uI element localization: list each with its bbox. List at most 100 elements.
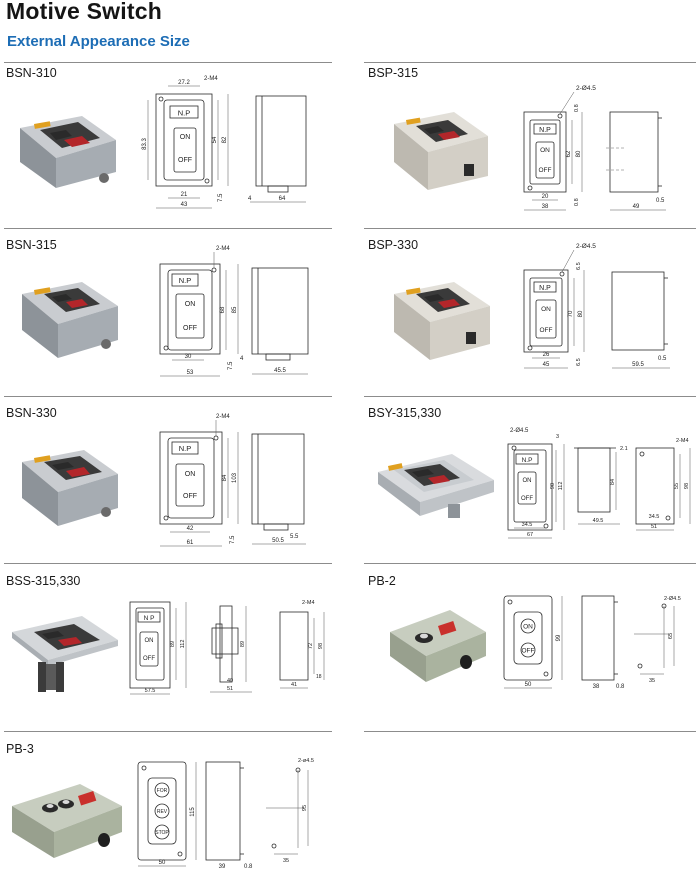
- dim-back-width: 41: [291, 682, 297, 688]
- product-photo-bsp-330: [386, 272, 496, 367]
- product-name: BSN-310: [6, 66, 57, 80]
- separator-right-2: [364, 228, 696, 229]
- dim-side-gap: 0.8: [244, 864, 253, 870]
- dim-base: 7.5: [228, 361, 234, 370]
- product-name: BSP-315: [368, 66, 419, 80]
- product-name: PB-3: [6, 742, 34, 756]
- dim-back-width: 35: [283, 858, 289, 864]
- dim-bottom-inner: 30: [185, 354, 192, 360]
- product-name: BSS-315,330: [6, 574, 81, 588]
- separator-right-3: [364, 396, 696, 397]
- side-view-drawing-pb-3: 39 0.8: [204, 760, 260, 872]
- front-view-drawing-bsp-330: N.P ON OFF 2-Ø4.5 6.5 70 80 6.5 26 45: [514, 238, 596, 373]
- dim-side-depth: 39: [219, 864, 226, 870]
- dim-side-gap: 0.5: [656, 198, 665, 204]
- dim-width: 67: [527, 532, 533, 538]
- dim-bottom-gap: 6.5: [576, 358, 582, 366]
- front-view-drawing-bsy-315-330: N.P ON OFF 2-Ø4.5 3 90 112 34.5 67: [500, 424, 570, 544]
- on-label: ON: [185, 301, 196, 308]
- dim-outer: 103: [232, 472, 238, 483]
- dim-side-depth: 59.5: [632, 362, 644, 368]
- dim-side-gap: 0.8: [616, 684, 625, 690]
- dim-width: 53: [187, 370, 194, 376]
- separator-left-2: [4, 228, 332, 229]
- separator-left-1: [4, 62, 332, 63]
- dim-top: 27.2: [178, 80, 190, 86]
- dim-bottom-inner: 42: [187, 526, 194, 532]
- off-button-shape: [64, 136, 90, 147]
- dim-mount: 2-M4: [216, 414, 230, 420]
- dim-side-gap: 2.1: [620, 446, 628, 452]
- dim-outer: 112: [180, 640, 186, 649]
- side-view-drawing-bsp-315: 0.5 49: [606, 108, 676, 218]
- page-subtitle: External Appearance Size: [7, 33, 190, 50]
- side-view-drawing-pb-2: 38 0.8: [578, 592, 628, 692]
- dim-outer: 80: [578, 310, 584, 317]
- product-photo-bsn-315: [14, 272, 124, 367]
- on-label: ON: [541, 306, 551, 313]
- dim-inner: 89: [170, 641, 176, 647]
- dim-side-gap: 0.5: [658, 356, 667, 362]
- off-label: OFF: [540, 327, 553, 334]
- plate-text: N P: [144, 615, 155, 622]
- dim-height: 99: [556, 634, 562, 641]
- product-photo-bsp-315: [384, 102, 494, 197]
- dim-mount: 2-ø4.5: [298, 758, 314, 764]
- plate-text: N.P: [522, 457, 533, 464]
- dim-bottom-inner: 34.5: [522, 522, 533, 528]
- dim-width: 50: [525, 682, 532, 688]
- plate-text: N.P: [179, 444, 192, 453]
- product-photo-bss-315-330: [8, 602, 120, 697]
- dim-gap: 4: [240, 356, 244, 362]
- dim-bottom-inner: 21: [181, 192, 188, 198]
- dim-width: 61: [187, 540, 194, 546]
- for-label: FOR: [157, 788, 168, 794]
- off-label: OFF: [178, 157, 192, 164]
- back-view-drawing-bss-315-330: 2-M4 72 98 18 41: [274, 596, 334, 696]
- dim-back-inner: 72: [308, 643, 314, 649]
- rev-label: REV: [157, 809, 168, 815]
- side-view-drawing-bss-315-330: 89 40 51: [206, 600, 262, 696]
- dim-top: 3: [556, 434, 559, 440]
- on-label: ON: [523, 624, 533, 631]
- dim-bottom-inner: 20: [542, 194, 549, 200]
- dim-side-depth: 51: [227, 686, 233, 692]
- back-view-drawing-bsy-315-330: 2-M4 55 98 34.5 51: [632, 430, 698, 540]
- on-label: ON: [540, 147, 550, 154]
- separator-right-4: [364, 563, 696, 564]
- plate-text: N.P: [539, 127, 551, 134]
- plate-text: N.P: [539, 285, 551, 292]
- off-label: OFF: [183, 325, 197, 332]
- front-view-drawing-bss-315-330: N P ON OFF 89 112 57.5: [124, 598, 194, 698]
- dim-inner: 68: [220, 306, 226, 313]
- dim-mount: 2-M4: [216, 246, 230, 252]
- side-view-drawing-bsn-310: 4 64: [242, 90, 312, 210]
- dim-top-gap: 6.5: [576, 262, 582, 270]
- dim-width: 50: [159, 860, 166, 866]
- dim-height: 83.3: [142, 138, 148, 150]
- on-label: ON: [180, 134, 191, 141]
- separator-left-5: [4, 731, 332, 732]
- on-label: ON: [523, 478, 532, 484]
- product-photo-bsy-315-330: [374, 440, 498, 535]
- product-photo-pb-3: [8, 766, 126, 862]
- dim-top-gap: 0.8: [574, 104, 580, 112]
- page-title: Motive Switch: [6, 0, 162, 24]
- dim-mount: 2-Ø4.5: [576, 243, 596, 250]
- dim-height: 115: [190, 807, 196, 817]
- dim-bottom-gap: 0.8: [574, 198, 580, 206]
- dim-side-height: 84: [610, 479, 616, 485]
- dim-outer: 82: [222, 136, 228, 143]
- stop-label: STOP: [155, 830, 169, 836]
- dim-side-depth: 45.5: [274, 368, 286, 374]
- dim-outer: 80: [576, 150, 582, 157]
- dim-side-depth: 64: [279, 196, 286, 202]
- dim-width: 43: [181, 202, 188, 208]
- dim-back-inner: 65: [668, 633, 674, 639]
- on-label: ON: [185, 471, 196, 478]
- dim-mount: 2-M4: [204, 76, 218, 82]
- dim-side-depth: 49.5: [593, 518, 604, 524]
- dim-outer: 112: [558, 482, 564, 491]
- front-view-drawing-pb-3: FOR REV STOP 115 50: [132, 760, 208, 872]
- off-label: OFF: [522, 648, 535, 655]
